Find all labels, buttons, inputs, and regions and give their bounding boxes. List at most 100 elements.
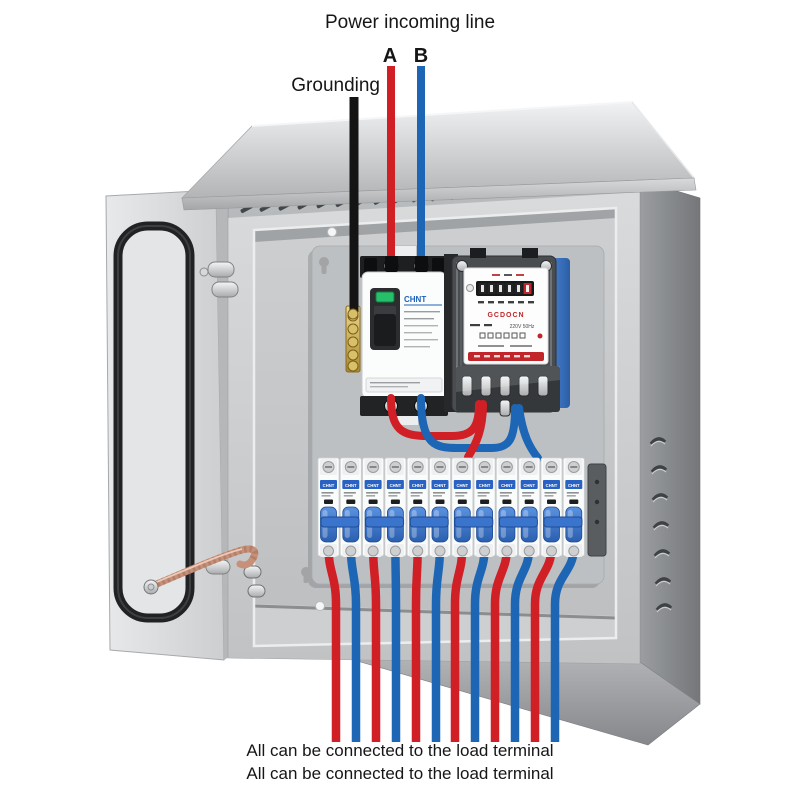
- mcb-brand: CHNT: [546, 483, 558, 488]
- side-panel: [639, 179, 701, 705]
- face-fine-print: [492, 274, 500, 276]
- breaker-din-tab: [396, 416, 418, 425]
- frame-bolt: [247, 584, 266, 598]
- meter-rating: 220V 50Hz: [510, 324, 535, 330]
- roof-gable-edge: [631, 101, 695, 179]
- spec-line: [404, 332, 432, 334]
- grounding-strap: [148, 545, 259, 590]
- banner-mark: [524, 355, 530, 358]
- mcb-brand: CHNT: [323, 483, 335, 488]
- mcb-pole: [362, 457, 385, 558]
- mcb-brand: CHNT: [345, 483, 357, 488]
- digit-mark: [490, 285, 493, 292]
- meter-mount-tab: [470, 248, 486, 258]
- banner-mark: [514, 355, 520, 358]
- terminal-cap-overlay: [415, 256, 428, 272]
- roof-ridge-highlight: [251, 101, 633, 127]
- mcb-pole: [317, 457, 340, 558]
- phase-b-label: B: [413, 45, 429, 67]
- door-hinge-top: [211, 281, 239, 298]
- face-fine-print: [510, 345, 532, 347]
- panel-screw: [315, 601, 325, 611]
- terminal-cap-overlay: [385, 256, 398, 272]
- incoming-wires: [347, 66, 428, 320]
- breaker-label: [365, 377, 443, 393]
- energy-meter: GCDOCN 220V 50Hz: [444, 248, 570, 417]
- strap-bolt-center: [147, 583, 155, 591]
- mcb-pole: [540, 457, 563, 558]
- char-mark: [479, 332, 486, 339]
- banner-mark: [484, 355, 490, 358]
- banner-mark: [494, 355, 500, 358]
- load-wire-blue: [431, 547, 445, 742]
- panel-screw: [327, 227, 337, 237]
- digit-mark: [526, 285, 529, 292]
- face-fine-print: [516, 274, 524, 276]
- load-wire-red: [368, 547, 381, 742]
- blue-jumper-wire: [417, 394, 519, 452]
- breaker-brand: CHNT: [404, 295, 426, 304]
- mcb-row: CHNT CHNT CHNT CHNT CHNT CHNT CHNT CHNT …: [317, 457, 607, 558]
- face-fine-print: [478, 301, 484, 304]
- roof-fascia: [181, 177, 697, 211]
- door-hardware: [143, 261, 266, 598]
- breaker-din-tab: [388, 246, 416, 256]
- mcb-pole: [473, 457, 496, 558]
- meter-terminal-screw: [518, 375, 530, 397]
- char-mark: [487, 332, 494, 339]
- banner-mark: [474, 355, 480, 358]
- toggle-link-bar: [365, 516, 405, 528]
- jumper-wires: [387, 394, 542, 462]
- face-fine-print: [528, 301, 534, 304]
- brass-screw-overlay: [347, 308, 359, 320]
- mcb-brand: CHNT: [434, 483, 446, 488]
- end-stop-hole: [594, 519, 600, 525]
- banner-mark: [504, 355, 510, 358]
- door-hinge-top: [207, 261, 235, 278]
- load-wire-red: [411, 547, 422, 742]
- digit-mark: [517, 285, 520, 292]
- face-fine-print: [478, 345, 504, 347]
- load-terminal-note-line2: All can be connected to the load termina…: [246, 764, 554, 783]
- spec-line: [404, 346, 430, 348]
- brass-screw: [347, 336, 359, 348]
- load-terminal-note-line1: All can be connected to the load termina…: [246, 741, 554, 760]
- terminal-cap: [432, 258, 445, 273]
- frame-bolt: [243, 565, 262, 579]
- terminal-cover-gloss: [456, 366, 560, 392]
- mcb-pole: [495, 457, 518, 558]
- mcb-brand: CHNT: [501, 483, 513, 488]
- red-drop-wire: [464, 400, 487, 461]
- meter-terminal-screw: [499, 375, 511, 397]
- breaker-status-indicator: [375, 291, 395, 303]
- door-gasket-highlight: [117, 225, 191, 619]
- power-incoming-line-label: Power incoming line: [324, 12, 496, 33]
- mcb-brand: CHNT: [412, 483, 424, 488]
- spec-line: [404, 325, 438, 327]
- mcb-pole: [406, 457, 429, 558]
- brass-screw: [347, 360, 359, 372]
- label-line: [370, 386, 408, 388]
- end-stop-hole: [594, 479, 600, 485]
- meter-terminal-screw: [480, 375, 492, 397]
- toggle-link-bar: [543, 516, 583, 528]
- char-mark: [495, 332, 502, 339]
- mcb-brand: CHNT: [367, 483, 379, 488]
- mcb-pole: [518, 457, 541, 558]
- opening-bevel: [252, 206, 618, 648]
- char-mark: [503, 332, 510, 339]
- main-breaker: CHNT: [360, 246, 448, 425]
- load-wire-blue: [391, 547, 401, 742]
- face-fine-print: [504, 274, 512, 276]
- grounding-strap-braid: [150, 545, 259, 590]
- grounding-label: Grounding: [291, 75, 380, 96]
- mcb-brand: CHNT: [390, 483, 402, 488]
- phase-a-label: A: [382, 45, 398, 67]
- face-fine-print: [488, 301, 494, 304]
- meter-seal: [466, 284, 474, 292]
- brass-screw: [347, 349, 359, 361]
- spec-line: [404, 318, 434, 320]
- face-fine-print: [484, 324, 492, 327]
